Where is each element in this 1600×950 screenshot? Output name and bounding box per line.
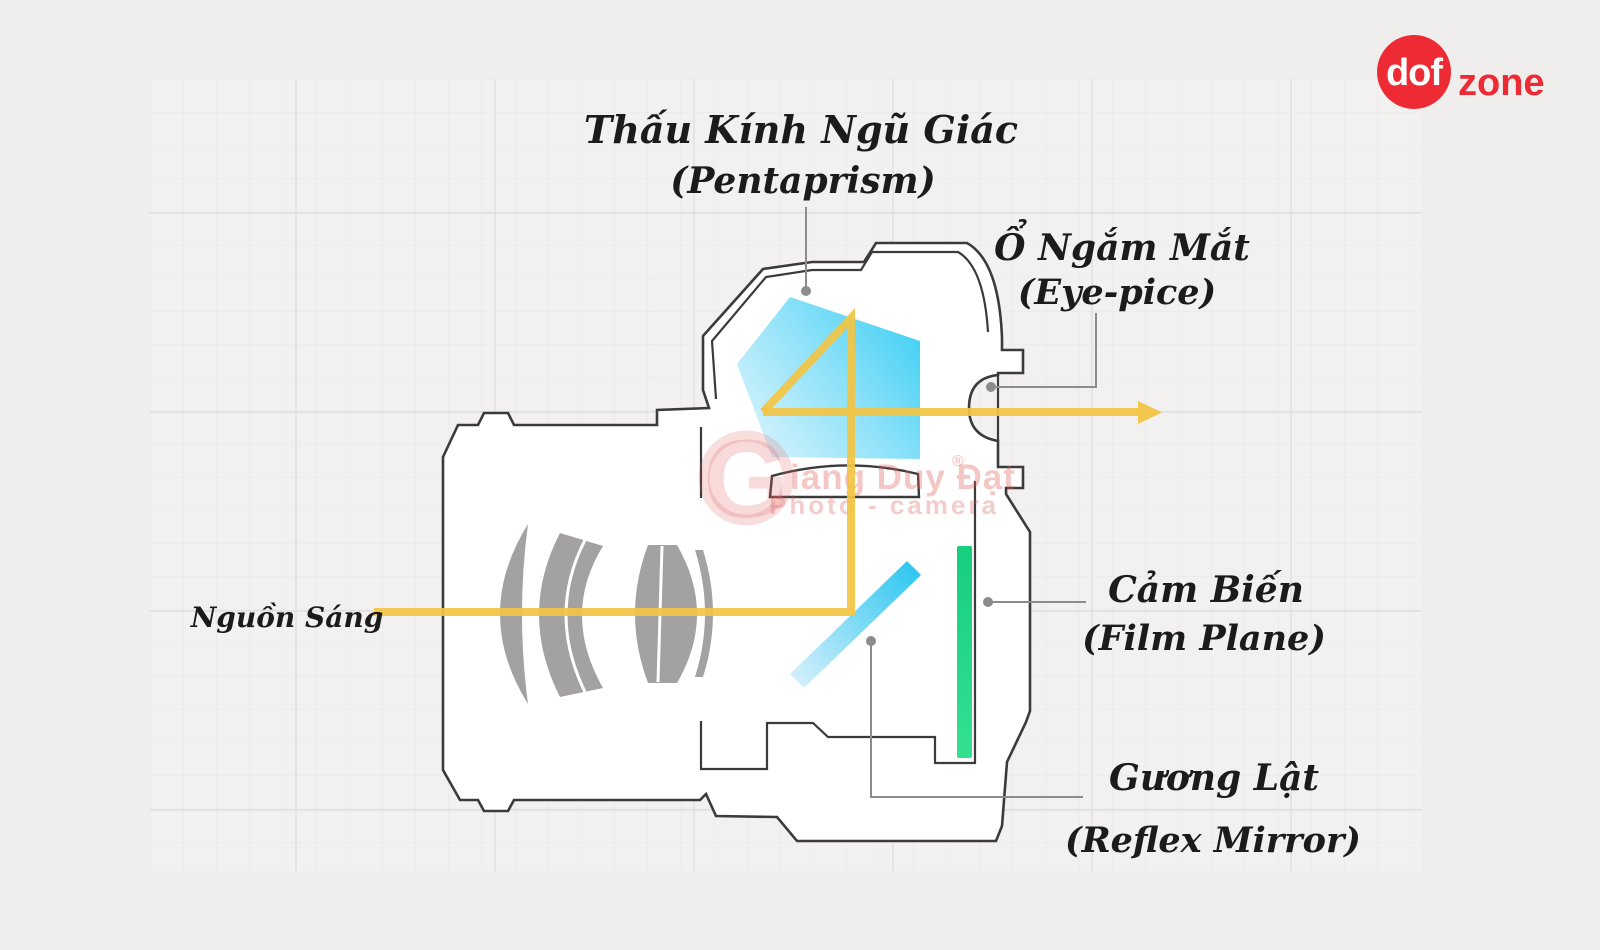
pentaprism-glass [737, 297, 920, 459]
logo-badge-text: dof [1386, 52, 1443, 94]
light-path [374, 307, 1162, 616]
logo-suffix-text: zone [1458, 62, 1545, 104]
light-source-label: Nguồn Sáng [190, 601, 384, 634]
diagram-labels: Thấu Kính Ngũ Giác (Pentaprism) Ổ Ngắm M… [190, 107, 1361, 861]
reflex-mirror [790, 561, 921, 688]
mirror-label-en: (Reflex Mirror) [1065, 820, 1361, 861]
watermark-ring [698, 430, 794, 526]
mirror-leader-dot [866, 636, 876, 646]
pentaprism-leader-dot [801, 286, 811, 296]
pentaprism-label-vi: Thấu Kính Ngũ Giác [584, 107, 1018, 152]
watermark-subtitle: Photo - camera [769, 490, 999, 520]
eyepiece-label-vi: Ổ Ngắm Mắt [994, 220, 1250, 269]
watermark-monogram: G [703, 418, 789, 541]
logo-badge-circle [1377, 35, 1451, 109]
watermark-brand: iang Duy Đạt [790, 458, 1016, 497]
eyepiece-label-en: (Eye-pice) [1018, 272, 1216, 313]
eyepiece-leader-line [995, 313, 1097, 388]
watermark-registered-icon: ® [952, 453, 964, 470]
mirror-label-vi: Gương Lật [1109, 757, 1319, 799]
leader-lines [801, 207, 1097, 798]
mirror-leader-line [870, 641, 1083, 798]
sensor-label-en: (Film Plane) [1082, 618, 1326, 659]
sensor-film-plane [957, 546, 972, 758]
pentaprism-label-en: (Pentaprism) [670, 160, 935, 202]
dofzone-logo: dof zone [1377, 35, 1545, 109]
pentaprism-housing-inner-wall [710, 250, 990, 400]
sensor-leader-dot [983, 597, 993, 607]
lens-element-6 [695, 550, 713, 677]
light-ray-arrowhead-icon [1138, 401, 1162, 424]
mirror-box-chamber [699, 481, 977, 771]
watermark: G iang Duy Đạt ® Photo - camera [698, 418, 1016, 541]
eyepiece-leader-dot [986, 382, 996, 392]
sensor-label-vi: Cảm Biến [1108, 569, 1304, 611]
light-ray-main [374, 307, 855, 616]
